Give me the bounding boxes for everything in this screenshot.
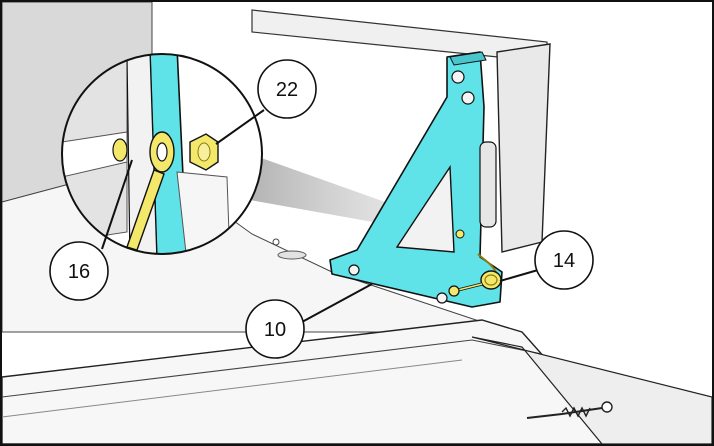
svg-text:16: 16 xyxy=(68,261,90,283)
latch-spring xyxy=(526,401,613,419)
bracket-hole-left xyxy=(348,264,360,276)
callout-14: 14 xyxy=(534,230,594,290)
leader-16 xyxy=(101,159,133,250)
callout-10: 10 xyxy=(245,299,305,359)
floor-small-hole xyxy=(272,238,280,246)
floor-hole xyxy=(277,250,307,260)
bracket-hole-right xyxy=(436,292,448,304)
svg-text:10: 10 xyxy=(264,319,286,341)
callout-16: 16 xyxy=(49,241,109,301)
svg-text:14: 14 xyxy=(553,250,575,272)
svg-text:22: 22 xyxy=(276,79,298,101)
bracket-spacer xyxy=(479,141,497,228)
leader-22 xyxy=(215,109,265,145)
bracket-bolt-top xyxy=(451,70,465,84)
callout-22: 22 xyxy=(257,59,317,119)
spring-part-14 xyxy=(448,253,502,297)
tray-edge-line-2 xyxy=(2,359,463,418)
tray-edge-line xyxy=(2,339,543,398)
leader-14 xyxy=(499,269,539,282)
leader-10 xyxy=(301,283,373,323)
right-tray-section xyxy=(471,336,712,444)
bracket-part-10 xyxy=(329,51,503,308)
right-side-panel xyxy=(496,43,551,253)
bracket-bolt-mid xyxy=(461,91,475,105)
